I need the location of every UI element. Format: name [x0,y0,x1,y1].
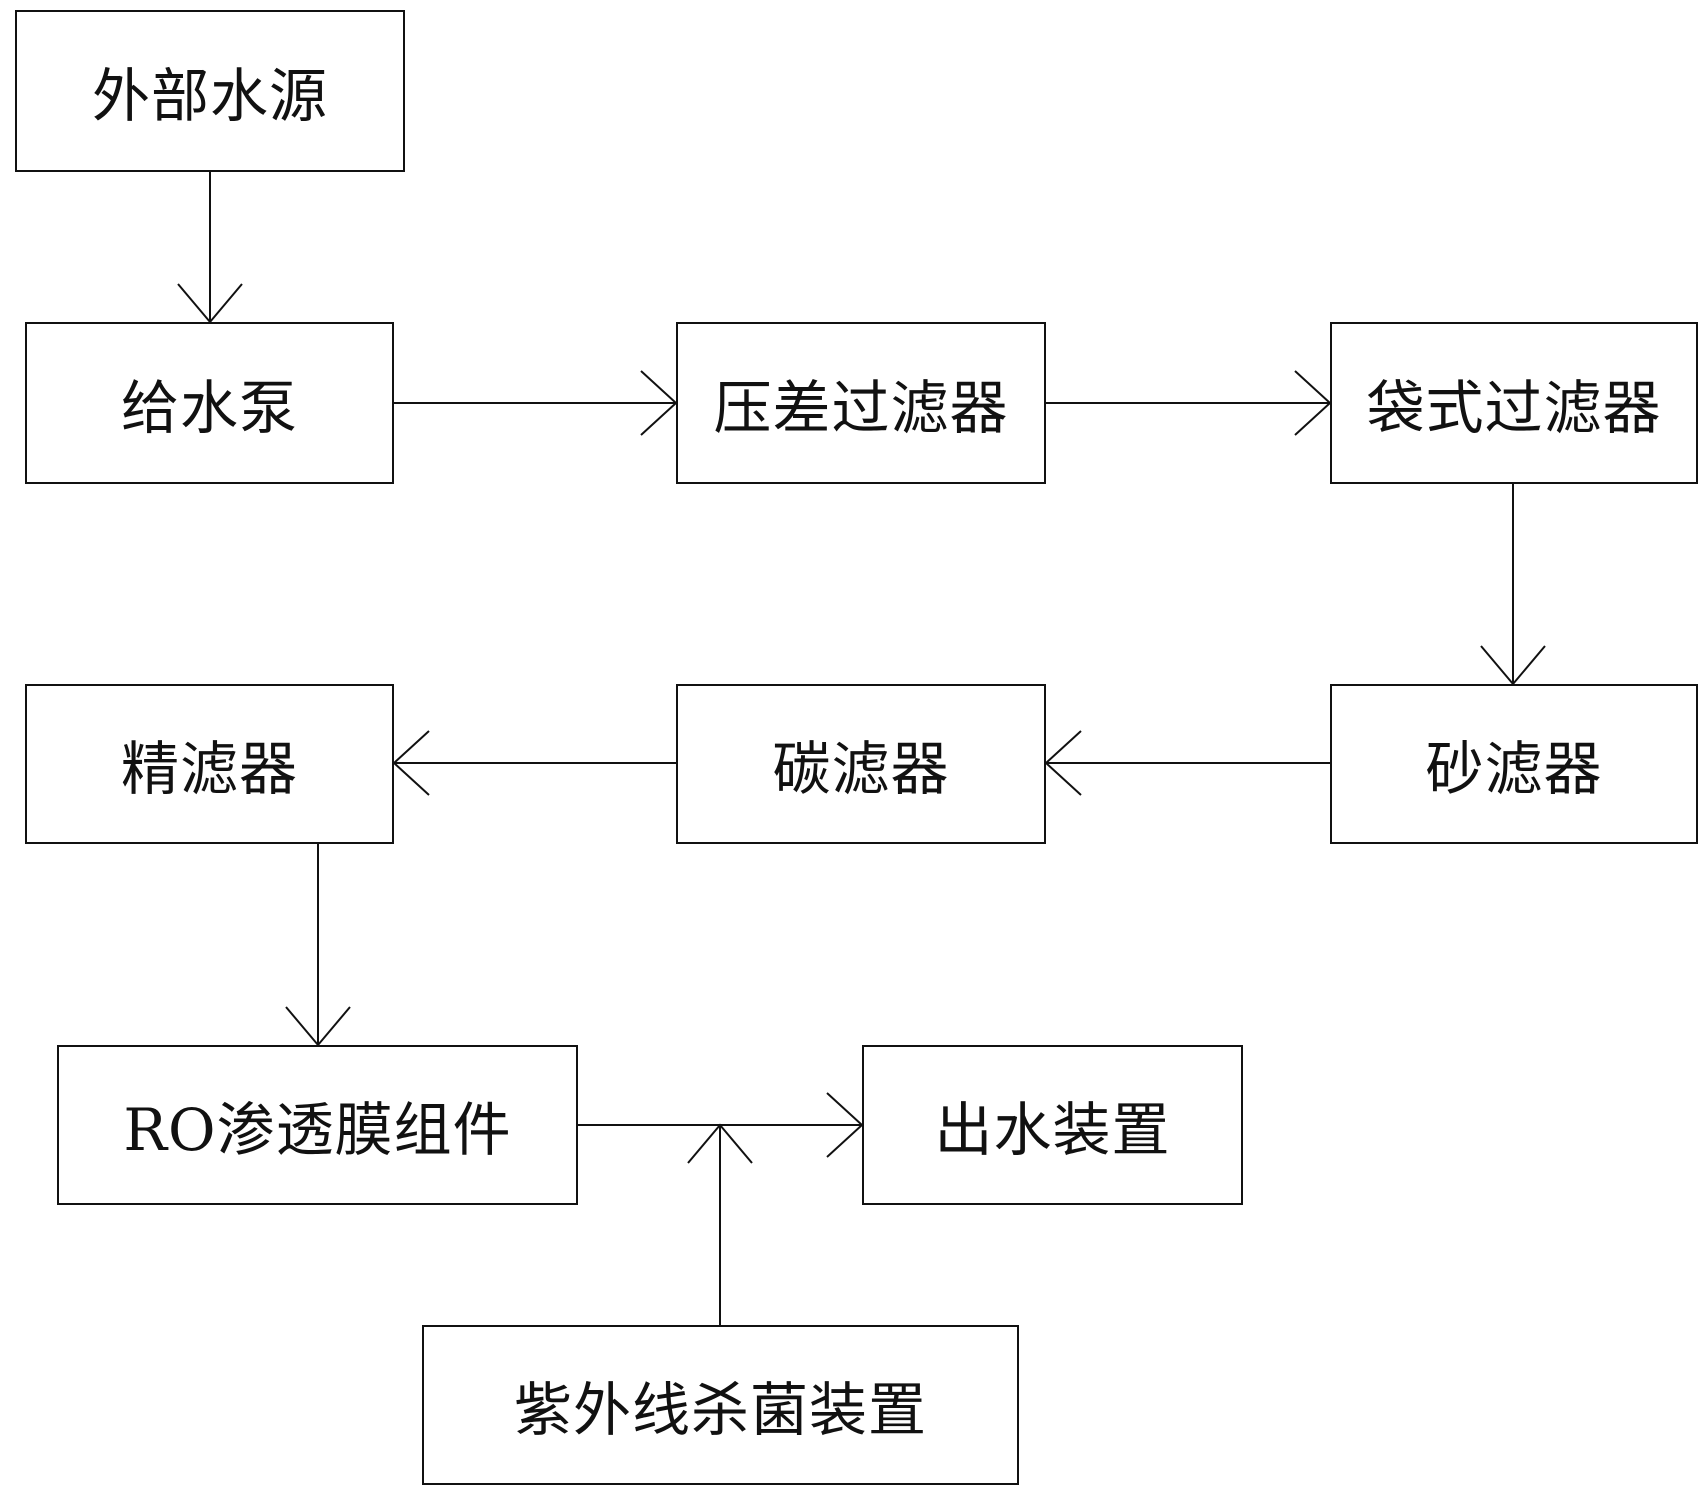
node-water-source: 外部水源 [15,10,405,172]
node-differential-filter-label: 压差过滤器 [713,374,1009,442]
node-water-source-label: 外部水源 [91,62,328,130]
node-bag-filter-label: 袋式过滤器 [1366,374,1662,442]
node-sand-filter-label: 砂滤器 [1425,735,1603,803]
arrowhead-uv-join [687,1123,753,1164]
node-ro-module-label: RO渗透膜组件 [123,1096,512,1164]
arrowhead-carbon-filter [1044,730,1082,796]
node-carbon-filter: 碳滤器 [676,684,1046,844]
node-carbon-filter-label: 碳滤器 [772,735,950,803]
node-fine-filter: 精滤器 [25,684,394,844]
node-uv-sterilizer: 紫外线杀菌装置 [422,1325,1019,1485]
node-bag-filter: 袋式过滤器 [1330,322,1698,484]
arrowhead-fine-filter [392,730,430,796]
node-feed-pump-label: 给水泵 [120,374,298,442]
node-differential-filter: 压差过滤器 [676,322,1046,484]
node-outlet-device: 出水装置 [862,1045,1243,1205]
node-sand-filter: 砂滤器 [1330,684,1698,844]
node-feed-pump: 给水泵 [25,322,394,484]
node-ro-module: RO渗透膜组件 [57,1045,578,1205]
node-uv-sterilizer-label: 紫外线杀菌装置 [513,1376,927,1444]
node-fine-filter-label: 精滤器 [120,735,298,803]
node-outlet-device-label: 出水装置 [934,1096,1171,1164]
